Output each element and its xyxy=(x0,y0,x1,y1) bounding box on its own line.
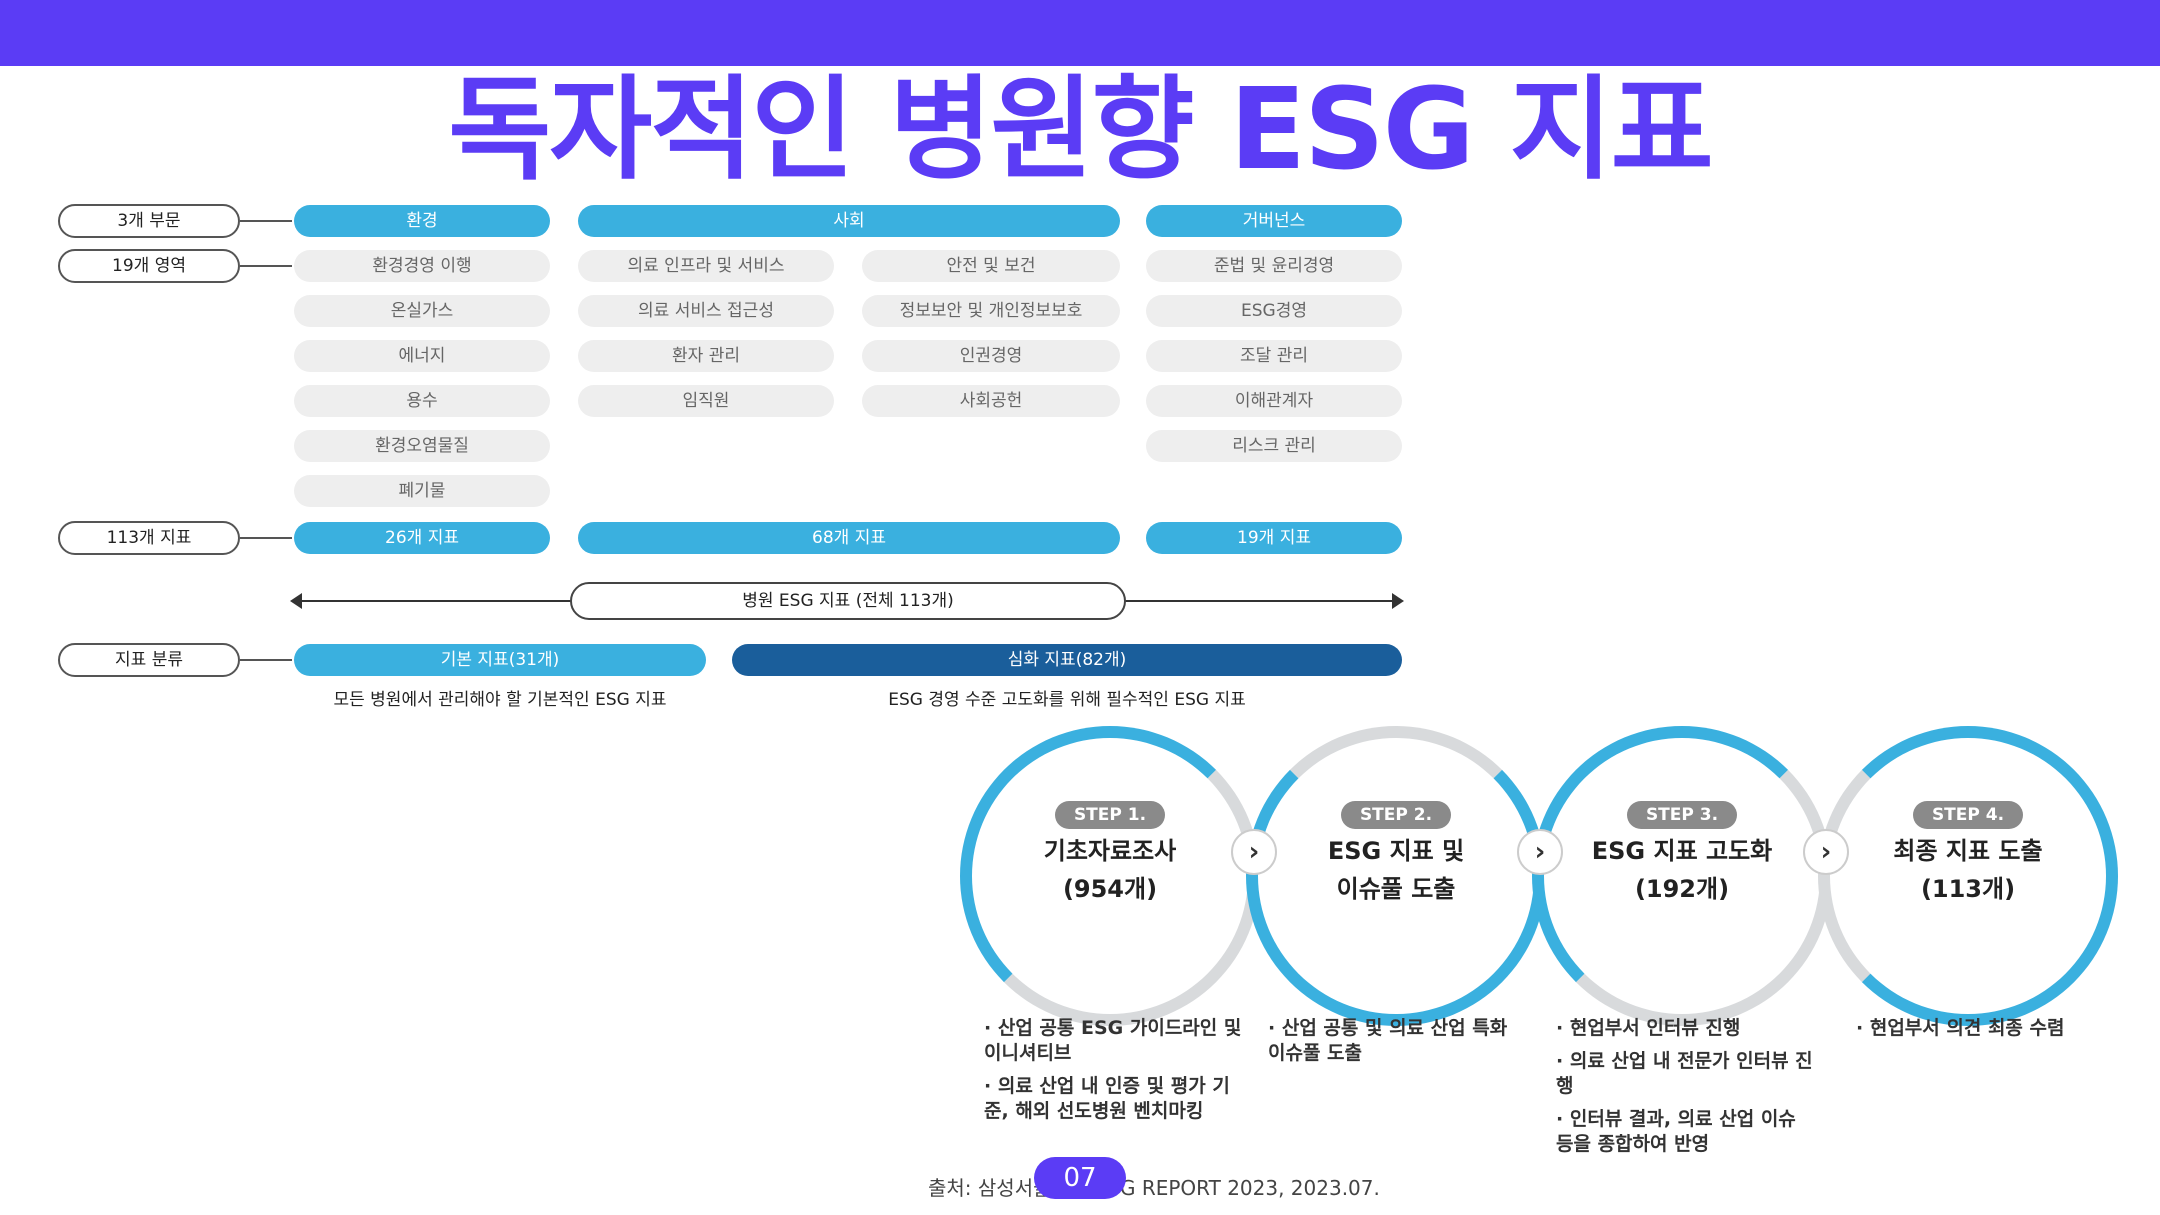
area-info-security: 정보보안 및 개인정보보호 xyxy=(862,295,1120,327)
top-accent-bar xyxy=(0,0,2160,66)
basic-indicators-desc: 모든 병원에서 관리해야 할 기본적인 ESG 지표 xyxy=(333,690,667,710)
area-env-management: 환경경영 이행 xyxy=(294,250,550,282)
chevron-right-icon: › xyxy=(1517,829,1563,875)
chevron-right-icon: › xyxy=(1803,829,1849,875)
advanced-indicators-pill: 심화 지표(82개) xyxy=(732,644,1402,676)
step-2-tag: STEP 2. xyxy=(1341,801,1451,829)
step-1-tag: STEP 1. xyxy=(1055,801,1165,829)
area-human-rights: 인권경영 xyxy=(862,340,1120,372)
area-pollutants: 환경오염물질 xyxy=(294,430,550,462)
step-1-bullets: · 산업 공통 ESG 가이드라인 및 이니셔티브 · 의료 산업 내 인증 및… xyxy=(984,1016,1254,1132)
sector-environment: 환경 xyxy=(294,205,550,237)
connector-line xyxy=(240,220,292,222)
row-label-areas: 19개 영역 xyxy=(58,249,240,283)
area-risk-management: 리스크 관리 xyxy=(1146,430,1402,462)
area-patient-care: 환자 관리 xyxy=(578,340,834,372)
list-item: · 산업 공통 ESG 가이드라인 및 이니셔티브 xyxy=(984,1017,1242,1064)
area-stakeholders: 이해관계자 xyxy=(1146,385,1402,417)
area-energy: 에너지 xyxy=(294,340,550,372)
indicator-count-social: 68개 지표 xyxy=(578,522,1120,554)
basic-indicators-pill: 기본 지표(31개) xyxy=(294,644,706,676)
advanced-indicators-desc: ESG 경영 수준 고도화를 위해 필수적인 ESG 지표 xyxy=(888,690,1246,710)
area-employees: 임직원 xyxy=(578,385,834,417)
step-1-subtitle: (954개) xyxy=(1062,875,1158,903)
row-label-sectors: 3개 부문 xyxy=(58,204,240,238)
step-2-title: ESG 지표 및 xyxy=(1327,837,1465,865)
connector-line xyxy=(240,265,292,267)
arrow-right-icon xyxy=(1392,593,1404,609)
sector-social: 사회 xyxy=(578,205,1120,237)
page-title: 독자적인 병원향 ESG 지표 xyxy=(448,65,1713,195)
area-waste: 폐기물 xyxy=(294,475,550,507)
row-label-indicators: 113개 지표 xyxy=(58,521,240,555)
step-4-bullets: · 현업부서 의견 최종 수렴 xyxy=(1856,1016,2126,1049)
area-social-contribution: 사회공헌 xyxy=(862,385,1120,417)
indicator-count-governance: 19개 지표 xyxy=(1146,522,1402,554)
step-4-subtitle: (113개) xyxy=(1920,875,2016,903)
indicator-count-environment: 26개 지표 xyxy=(294,522,550,554)
page-number-badge: 07 xyxy=(1034,1157,1126,1199)
step-3-subtitle: (192개) xyxy=(1634,875,1730,903)
list-item: · 산업 공통 및 의료 산업 특화 이슈풀 도출 xyxy=(1268,1017,1508,1064)
connector-line xyxy=(240,537,292,539)
step-2-subtitle: 이슈풀 도출 xyxy=(1336,875,1456,903)
step-3-title: ESG 지표 고도화 xyxy=(1591,837,1773,865)
step-3-tag: STEP 3. xyxy=(1627,801,1737,829)
step-2-bullets: · 산업 공통 및 의료 산업 특화 이슈풀 도출 xyxy=(1268,1016,1530,1074)
area-water: 용수 xyxy=(294,385,550,417)
sector-governance: 거버넌스 xyxy=(1146,205,1402,237)
area-procurement: 조달 관리 xyxy=(1146,340,1402,372)
area-medical-infra: 의료 인프라 및 서비스 xyxy=(578,250,834,282)
list-item: · 의료 산업 내 전문가 인터뷰 진행 xyxy=(1556,1050,1813,1097)
area-greenhouse-gas: 온실가스 xyxy=(294,295,550,327)
step-1-title: 기초자료조사 xyxy=(1043,837,1177,865)
chevron-right-icon: › xyxy=(1231,829,1277,875)
arrow-left-icon xyxy=(290,593,302,609)
step-4-tag: STEP 4. xyxy=(1913,801,2023,829)
area-medical-access: 의료 서비스 접근성 xyxy=(578,295,834,327)
list-item: · 의료 산업 내 인증 및 평가 기준, 해외 선도병원 벤치마킹 xyxy=(984,1075,1230,1122)
area-safety-health: 안전 및 보건 xyxy=(862,250,1120,282)
source-caption: 출처: 삼성서울병원 ESG REPORT 2023, 2023.07. xyxy=(928,1176,1380,1200)
list-item: · 인터뷰 결과, 의료 산업 이슈 등을 종합하여 반영 xyxy=(1556,1108,1796,1155)
area-esg-management: ESG경영 xyxy=(1146,295,1402,327)
list-item: · 현업부서 인터뷰 진행 xyxy=(1556,1017,1741,1039)
step-3-bullets: · 현업부서 인터뷰 진행 · 의료 산업 내 전문가 인터뷰 진행 · 인터뷰… xyxy=(1556,1016,1818,1165)
row-label-classification: 지표 분류 xyxy=(58,643,240,677)
step-4-title: 최종 지표 도출 xyxy=(1893,837,2043,865)
connector-line xyxy=(240,659,292,661)
total-indicators-label: 병원 ESG 지표 (전체 113개) xyxy=(570,582,1126,620)
list-item: · 현업부서 의견 최종 수렴 xyxy=(1856,1017,2065,1039)
area-compliance-ethics: 준법 및 윤리경영 xyxy=(1146,250,1402,282)
